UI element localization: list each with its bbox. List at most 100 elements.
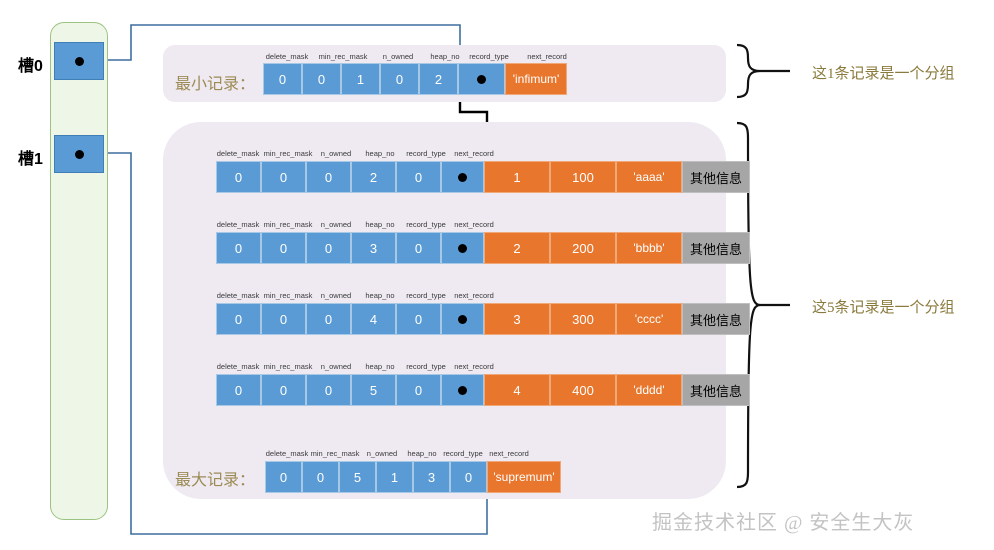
slot-pointer-dot [74, 149, 84, 159]
slot-directory [50, 22, 108, 520]
cell-next-record [458, 63, 505, 95]
cell-min-rec-mask: 0 [302, 63, 341, 95]
next-record-pointer-dot [458, 243, 467, 253]
row-2-column-headers: delete_mask min_rec_mask n_owned heap_no… [216, 291, 494, 303]
cell-record-type: 2 [419, 63, 458, 95]
column-header-delete-mask: delete_mask [265, 449, 309, 458]
max-record-caption: 最大记录： [175, 472, 256, 489]
cell-column-1: 2 [484, 232, 550, 264]
table-row: 0 0 0 2 0 1 100 'aaaa' 其他信息 [216, 161, 750, 193]
cell-next-record [441, 303, 484, 335]
column-header-n-owned: n_owned [320, 291, 352, 300]
column-header-delete-mask: delete_mask [265, 52, 309, 61]
column-header-delete-mask: delete_mask [216, 291, 260, 300]
row-0-column-headers: delete_mask min_rec_mask n_owned heap_no… [216, 149, 494, 161]
column-header-n-owned: n_owned [382, 52, 414, 61]
cell-record-type: 0 [396, 374, 441, 406]
cell-n-owned: 1 [341, 63, 380, 95]
column-header-next-record: next_record [454, 291, 494, 300]
table-row: 0 0 0 5 0 4 400 'dddd' 其他信息 [216, 374, 750, 406]
column-header-n-owned: n_owned [320, 220, 352, 229]
column-header-record-type: record_type [406, 220, 446, 229]
cell-other-info: 其他信息 [682, 374, 750, 406]
column-header-heap-no: heap_no [430, 52, 460, 61]
column-header-next-record: next_record [489, 449, 529, 458]
cell-delete-mask: 0 [216, 374, 261, 406]
next-record-pointer-dot [458, 314, 467, 324]
column-header-record-type: record_type [443, 449, 483, 458]
cell-record-type: 0 [396, 303, 441, 335]
column-header-next-record: next_record [454, 149, 494, 158]
cell-n-owned: 0 [306, 303, 351, 335]
cell-column-3: 'dddd' [616, 374, 682, 406]
column-header-min-rec-mask: min_rec_mask [318, 52, 368, 61]
annotation-group-infimum: 这1条记录是一个分组 [812, 66, 955, 82]
column-header-record-type: record_type [469, 52, 509, 61]
supremum-column-headers: delete_mask min_rec_mask n_owned heap_no… [265, 449, 529, 461]
cell-column-2: 100 [550, 161, 616, 193]
cell-next-record [441, 161, 484, 193]
column-header-next-record: next_record [454, 220, 494, 229]
cell-n-owned: 0 [306, 232, 351, 264]
cell-min-rec-mask: 0 [261, 232, 306, 264]
cell-delete-mask: 0 [265, 461, 302, 493]
cell-min-rec-mask: 0 [261, 161, 306, 193]
table-row: 0 0 0 3 0 2 200 'bbbb' 其他信息 [216, 232, 750, 264]
column-header-heap-no: heap_no [365, 291, 395, 300]
column-header-min-rec-mask: min_rec_mask [263, 149, 313, 158]
column-header-n-owned: n_owned [320, 362, 352, 371]
column-header-min-rec-mask: min_rec_mask [263, 220, 313, 229]
column-header-delete-mask: delete_mask [216, 220, 260, 229]
cell-delete-mask: 0 [216, 303, 261, 335]
cell-other-info: 其他信息 [682, 161, 750, 193]
cell-min-rec-mask: 0 [261, 303, 306, 335]
annotation-group-main: 这5条记录是一个分组 [812, 300, 955, 316]
cell-next-record: 0 [450, 461, 487, 493]
column-header-min-rec-mask: min_rec_mask [310, 449, 360, 458]
slot-pointer-dot [74, 56, 84, 66]
column-header-record-type: record_type [406, 362, 446, 371]
cell-column-2: 300 [550, 303, 616, 335]
column-header-n-owned: n_owned [320, 149, 352, 158]
cell-n-owned: 5 [339, 461, 376, 493]
slot-label-0: 槽0 [18, 58, 43, 75]
cell-min-rec-mask: 0 [261, 374, 306, 406]
cell-column-3: 'cccc' [616, 303, 682, 335]
next-record-pointer-dot [458, 385, 467, 395]
column-header-record-type: record_type [406, 291, 446, 300]
table-row: 0 0 0 4 0 3 300 'cccc' 其他信息 [216, 303, 750, 335]
cell-column-3: 'bbbb' [616, 232, 682, 264]
slot-label-1: 槽1 [18, 151, 43, 168]
slot-box-1[interactable] [54, 135, 104, 173]
cell-infimum-value: 'infimum' [505, 63, 567, 95]
cell-column-1: 3 [484, 303, 550, 335]
column-header-min-rec-mask: min_rec_mask [263, 362, 313, 371]
cell-delete-mask: 0 [263, 63, 302, 95]
cell-column-3: 'aaaa' [616, 161, 682, 193]
row-3-column-headers: delete_mask min_rec_mask n_owned heap_no… [216, 362, 494, 374]
column-header-heap-no: heap_no [407, 449, 437, 458]
slot-box-0[interactable] [54, 42, 104, 80]
column-header-delete-mask: delete_mask [216, 362, 260, 371]
column-header-heap-no: heap_no [365, 362, 395, 371]
row-1-column-headers: delete_mask min_rec_mask n_owned heap_no… [216, 220, 494, 232]
cell-heap-no: 3 [351, 232, 396, 264]
cell-column-2: 400 [550, 374, 616, 406]
column-header-heap-no: heap_no [365, 149, 395, 158]
cell-n-owned: 0 [306, 374, 351, 406]
next-record-pointer-dot [477, 74, 486, 84]
cell-other-info: 其他信息 [682, 303, 750, 335]
cell-heap-no: 5 [351, 374, 396, 406]
record-row-infimum: 0 0 1 0 2 'infimum' [263, 63, 567, 95]
cell-heap-no: 4 [351, 303, 396, 335]
column-header-next-record: next_record [527, 52, 567, 61]
cell-heap-no: 0 [380, 63, 419, 95]
cell-column-1: 4 [484, 374, 550, 406]
brace-group-infimum [736, 43, 790, 99]
next-record-pointer-dot [458, 172, 467, 182]
column-header-delete-mask: delete_mask [216, 149, 260, 158]
cell-supremum-value: 'supremum' [487, 461, 561, 493]
infimum-column-headers: delete_mask min_rec_mask n_owned heap_no… [263, 52, 567, 64]
cell-next-record [441, 232, 484, 264]
